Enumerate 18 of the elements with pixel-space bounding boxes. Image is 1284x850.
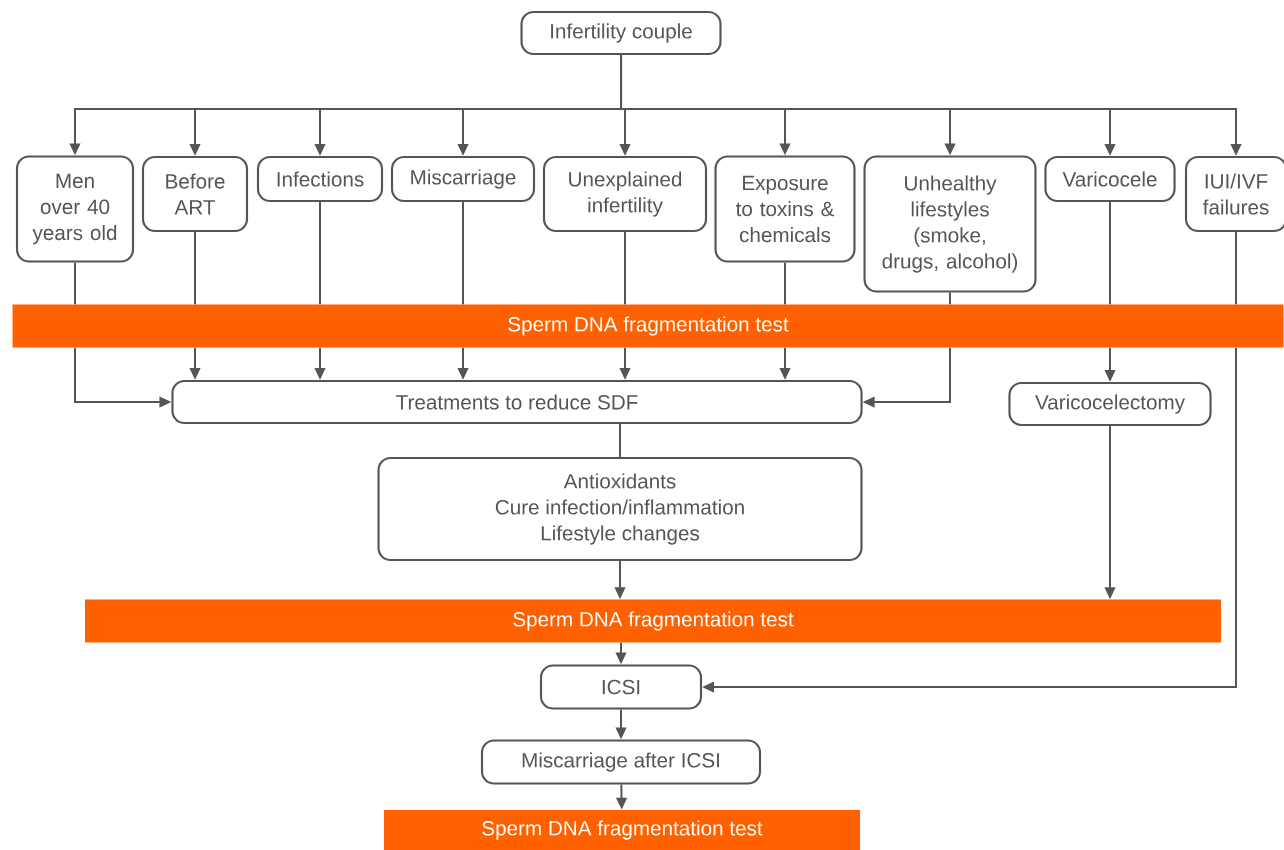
process-box: Exposure to toxins & chemicals: [714, 155, 856, 263]
process-box: Miscarriage after ICSI: [480, 739, 762, 785]
test-band: Sperm DNA fragmentation test: [12, 304, 1284, 348]
test-band: Sperm DNA fragmentation test: [85, 599, 1221, 643]
process-box: Before ART: [141, 155, 249, 233]
process-box: Antioxidants Cure infection/inflammation Lifestyle changes: [377, 456, 863, 562]
process-box: ICSI: [539, 664, 703, 710]
process-box: Infertility couple: [520, 10, 722, 56]
process-box: Infections: [256, 155, 384, 203]
process-box: Unexplained infertility: [542, 155, 708, 233]
process-box: Unhealthy lifestyles (smoke, drugs, alcohol): [863, 155, 1037, 293]
test-band: Sperm DNA fragmentation test: [384, 810, 860, 850]
process-box: Miscarriage: [390, 155, 536, 203]
process-box: Treatments to reduce SDF: [171, 379, 863, 425]
process-box: Varicocele: [1044, 155, 1176, 203]
process-box: Men over 40 years old: [15, 155, 135, 263]
process-box: IUI/IVF failures: [1184, 155, 1284, 233]
process-box: Varicocelectomy: [1008, 381, 1212, 427]
